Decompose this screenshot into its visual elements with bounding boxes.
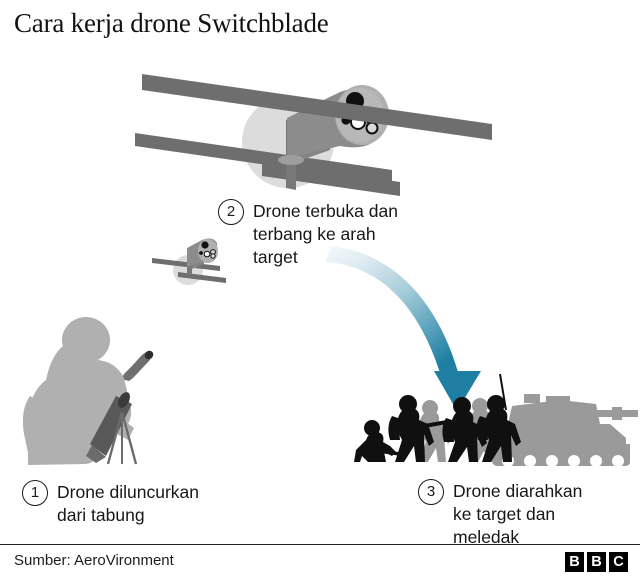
bbc-logo-letter: B [587, 552, 606, 572]
switchblade-drone-large-icon [135, 74, 492, 196]
step-number-badge: 3 [418, 479, 444, 505]
illustration-canvas [22, 74, 638, 467]
step-callout-2: 2 Drone terbuka dan terbang ke arah targ… [218, 199, 398, 269]
step-label: Drone diluncurkan dari tabung [57, 482, 200, 525]
switchblade-drone-small-icon [152, 238, 226, 285]
curved-attack-arrow-icon [326, 246, 481, 411]
bbc-logo-letter: C [609, 552, 628, 572]
enemy-soldiers-foreground-icon [354, 373, 521, 462]
step-label: Drone terbuka dan terbang ke arah target [253, 201, 398, 267]
page-title: Cara kerja drone Switchblade [14, 8, 329, 38]
launched-projectile-icon [121, 350, 154, 381]
step-number-badge: 2 [218, 199, 244, 225]
footer-divider [0, 544, 640, 545]
source-credit: Sumber: AeroVironment [14, 552, 174, 569]
bbc-logo-letter: B [565, 552, 584, 572]
enemy-tank-icon [484, 394, 638, 467]
step-callout-3: 3 Drone diarahkan ke target dan meledak [418, 479, 582, 549]
soldier-launcher-icon [22, 317, 138, 465]
step-callout-1: 1 Drone diluncurkan dari tabung [22, 480, 199, 527]
bbc-logo: B B C [565, 552, 628, 572]
step-number-badge: 1 [22, 480, 48, 506]
step-label: Drone diarahkan ke target dan meledak [453, 481, 583, 547]
